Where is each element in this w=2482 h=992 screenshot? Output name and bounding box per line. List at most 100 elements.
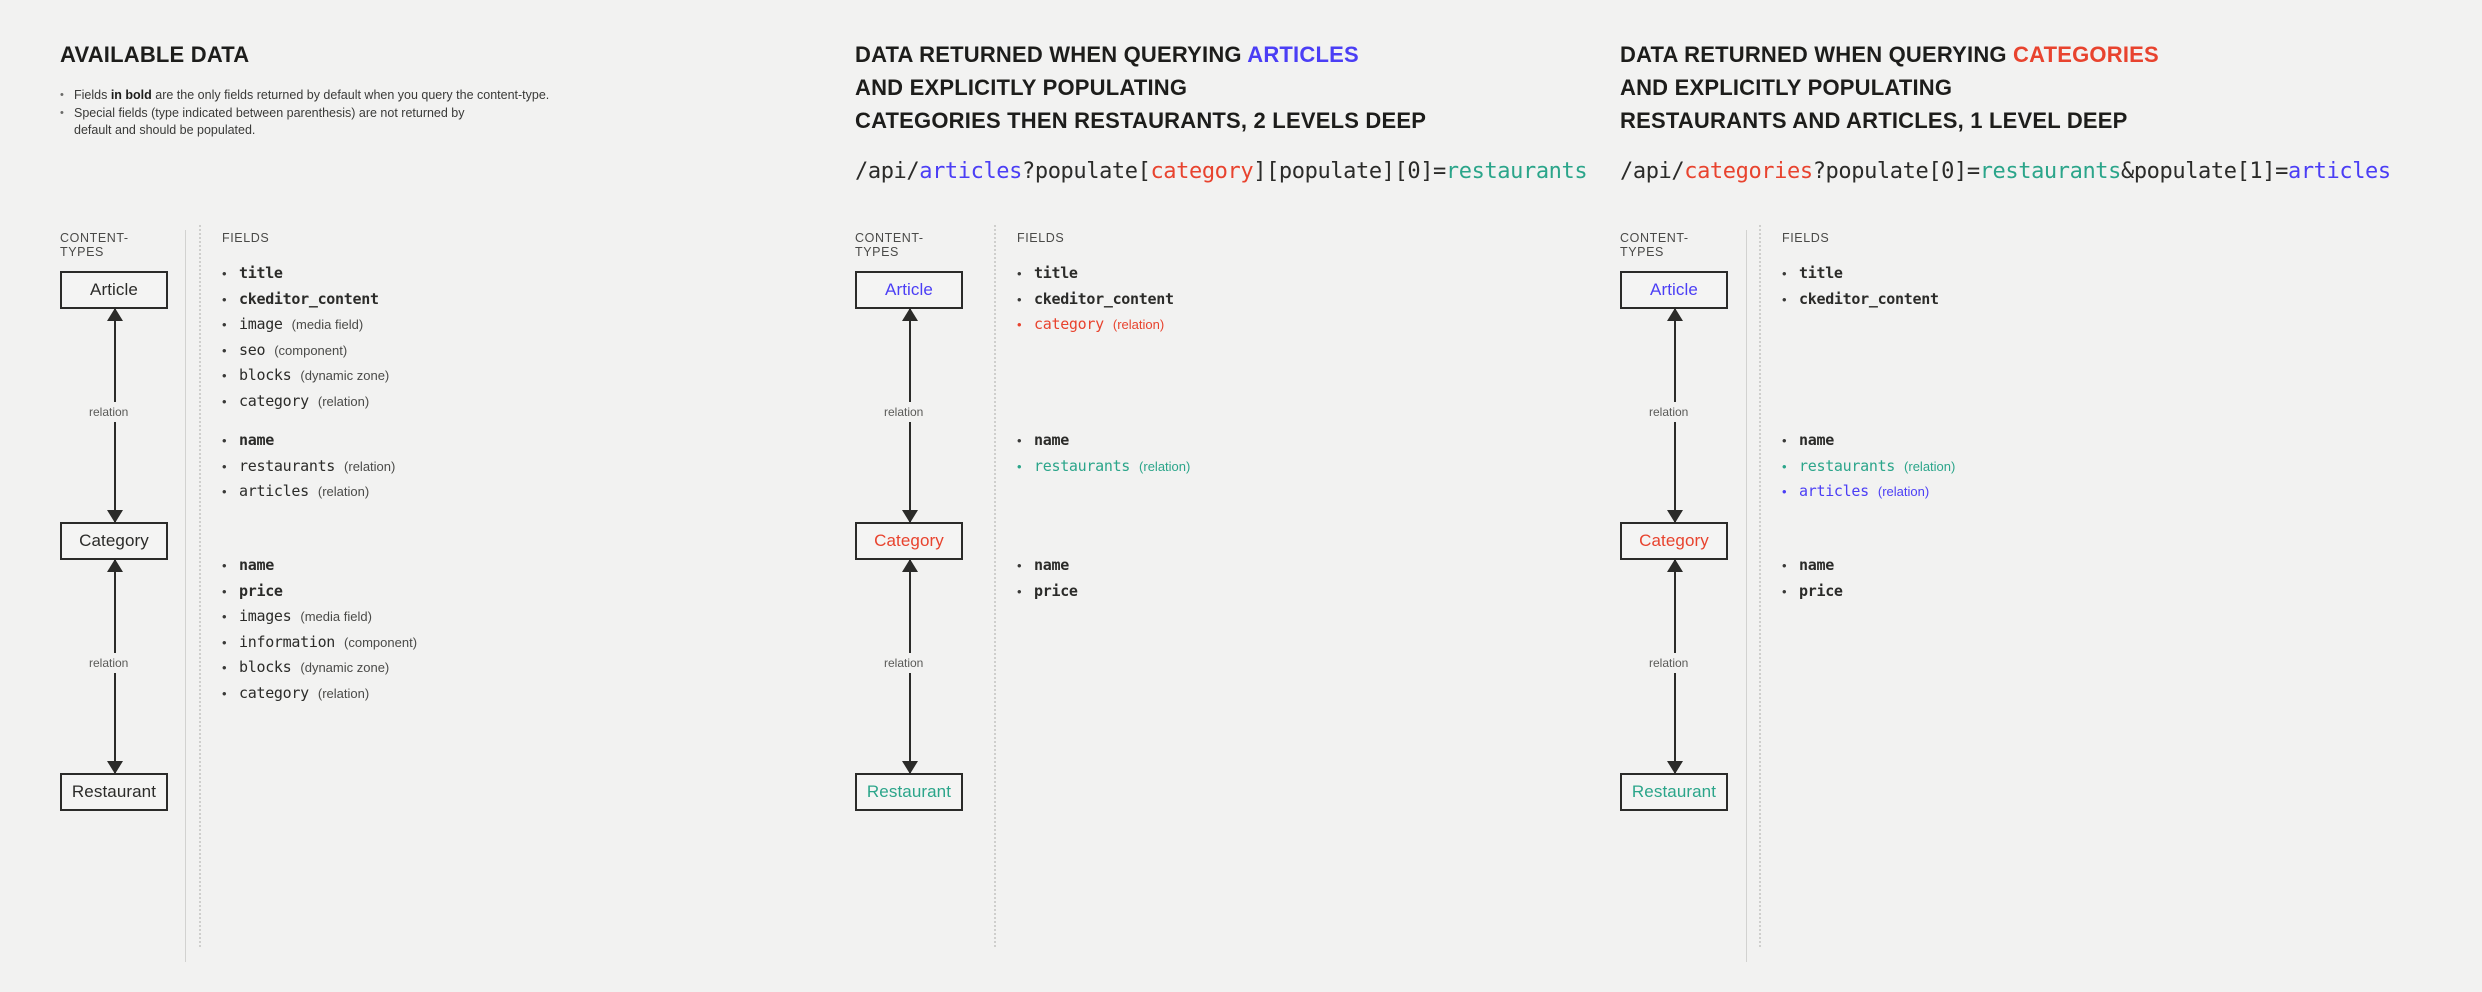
bullet-dot-icon: • — [1017, 266, 1022, 281]
field-row: •ckeditor_content — [1782, 290, 2342, 316]
field-name: category — [1034, 315, 1104, 333]
bullet-dot-icon: • — [1782, 291, 1787, 307]
accent-categories: CATEGORIES — [2013, 42, 2159, 67]
field-group-article: •title•ckeditor_content•category(relatio… — [1017, 264, 1577, 341]
field-type: (component) — [344, 634, 418, 650]
node-article[interactable]: Article — [60, 271, 168, 309]
field-type: (relation) — [1877, 484, 1930, 499]
field-row: •name — [1017, 431, 1577, 457]
arrow-head-down-icon — [107, 510, 123, 523]
field-row: •articles(relation) — [222, 482, 782, 508]
field-group-restaurant: • name • price — [1017, 556, 1577, 607]
field-name: ckeditor_content — [1034, 289, 1174, 308]
panel2-title-line3: CATEGORIES THEN RESTAURANTS, 2 LEVELS DE… — [855, 108, 1427, 133]
field-type: (media field) — [291, 317, 364, 332]
node-category[interactable]: Category — [60, 522, 168, 560]
field-row: • name — [222, 556, 782, 582]
bullet-dot-icon: • — [1017, 458, 1022, 474]
field-type: (relation) — [1139, 458, 1191, 474]
field-name: price — [1034, 581, 1078, 600]
field-row: • price — [1017, 582, 1577, 608]
node-restaurant[interactable]: Restaurant — [60, 773, 168, 811]
field-name: name — [239, 556, 274, 574]
field-type: (component) — [274, 342, 348, 358]
field-name: images — [239, 607, 292, 625]
bullet-dot-icon: • — [1017, 558, 1022, 573]
panel2-graph: Article relation Category relation Resta… — [855, 271, 995, 961]
field-row: •ckeditor_content — [1017, 290, 1577, 316]
relation-label: relation — [84, 653, 134, 673]
node-restaurant[interactable]: Restaurant — [1620, 773, 1728, 811]
field-row: •title — [1782, 264, 2342, 290]
panel2-title-line2: AND EXPLICITLY POPULATING — [855, 75, 1188, 100]
node-article[interactable]: Article — [855, 271, 963, 309]
url-segment: category — [1150, 159, 1254, 184]
field-name: information — [239, 632, 336, 651]
bullet-dot-icon: • — [1782, 433, 1787, 448]
panel3-api-url[interactable]: /api/categories?populate[0]=restaurants&… — [1620, 159, 2391, 184]
field-type: (relation) — [344, 458, 396, 474]
arrow-head-down-icon — [1667, 761, 1683, 774]
field-row: • restaurants (relation) — [222, 457, 782, 483]
field-row: • name — [1782, 556, 2342, 582]
bullet-dot-icon: • — [222, 558, 227, 573]
field-row: • ckeditor_content — [222, 290, 782, 316]
url-segment: ?populate[0]= — [1812, 159, 1980, 184]
field-type: (relation) — [317, 484, 370, 499]
url-segment: articles — [2287, 159, 2391, 184]
field-row: •blocks(dynamic zone) — [222, 366, 782, 392]
field-name: category — [239, 391, 309, 410]
bullet-dot-icon: • — [222, 393, 227, 409]
column-header-content-types: CONTENT-TYPES — [1620, 231, 1689, 259]
url-segment: restaurants — [1979, 159, 2122, 184]
arrow-head-up-icon — [1667, 559, 1683, 572]
node-article[interactable]: Article — [1620, 271, 1728, 309]
field-name: restaurants — [1799, 456, 1896, 475]
field-row: •price — [222, 582, 782, 608]
panel2-header: DATA RETURNED WHEN QUERYING ARTICLES AND… — [855, 38, 1588, 184]
node-restaurant[interactable]: Restaurant — [855, 773, 963, 811]
field-row: •restaurants(relation) — [1017, 457, 1577, 483]
field-name: name — [1034, 556, 1069, 574]
field-name: blocks — [239, 366, 292, 384]
field-row: •title — [222, 264, 782, 290]
arrow-head-down-icon — [1667, 510, 1683, 523]
bullet-dot-icon: • — [222, 291, 227, 307]
bullet-dot-icon: • — [222, 458, 227, 474]
node-category[interactable]: Category — [1620, 522, 1728, 560]
panel1-graph: Article relation Category relation Resta… — [60, 271, 200, 961]
field-group-restaurant: • name• price — [1782, 556, 2342, 607]
bullet-dot-icon: • — [222, 660, 227, 675]
column-header-fields: FIELDS — [1782, 231, 1830, 245]
bullet-dot-icon: • — [222, 368, 227, 383]
field-name: title — [239, 264, 283, 282]
column-dotted-divider — [199, 225, 201, 947]
bullet-dot-icon: • — [1782, 458, 1787, 474]
column-dotted-divider — [1759, 225, 1761, 947]
field-row: •seo(component) — [222, 341, 782, 367]
node-category[interactable]: Category — [855, 522, 963, 560]
url-segment: restaurants — [1445, 159, 1588, 184]
bullet-dot-icon: • — [1017, 583, 1022, 599]
field-row: •title — [1017, 264, 1577, 290]
bullet-dot-icon: • — [222, 685, 227, 701]
field-name: name — [1799, 431, 1834, 449]
panel-available-data: AVAILABLE DATA • Fields in bold are the … — [0, 0, 855, 992]
field-name: ckeditor_content — [239, 289, 379, 308]
bullet-dot-icon: • — [1782, 484, 1787, 499]
arrow-head-down-icon — [902, 761, 918, 774]
url-segment: /api/ — [1620, 159, 1685, 184]
bullet-dot-icon: • — [60, 89, 64, 101]
field-name: name — [1799, 556, 1834, 574]
field-name: price — [1799, 581, 1843, 600]
arrow-head-up-icon — [1667, 308, 1683, 321]
field-row: •category(relation) — [222, 684, 782, 710]
field-name: name — [1034, 431, 1069, 449]
panel2-api-url[interactable]: /api/articles?populate[category][populat… — [855, 159, 1588, 184]
bullet-dot-icon: • — [1782, 558, 1787, 573]
bullet-dot-icon: • — [1017, 317, 1022, 332]
field-name: restaurants — [239, 456, 336, 475]
url-segment: /api/ — [855, 159, 920, 184]
bullet-dot-icon: • — [222, 342, 227, 358]
column-header-fields: FIELDS — [1017, 231, 1065, 245]
